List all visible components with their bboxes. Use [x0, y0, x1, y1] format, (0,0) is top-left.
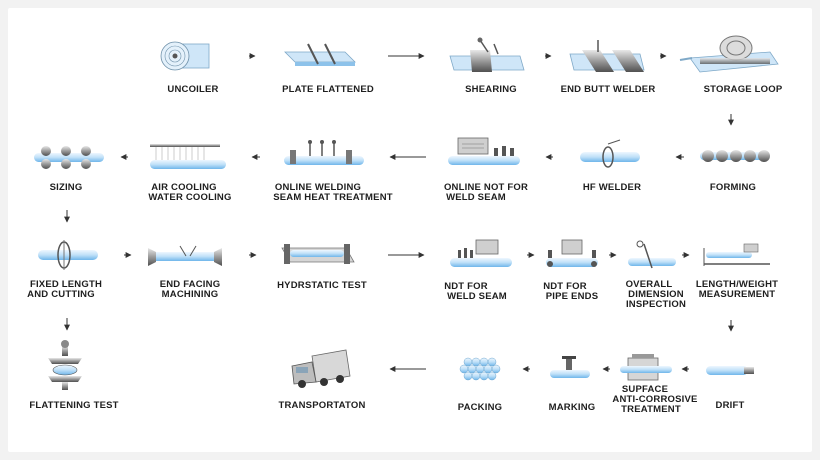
uncoiler-icon	[160, 41, 210, 71]
fixed-length-icon	[38, 240, 98, 270]
packing-icon	[459, 357, 501, 381]
online-not-icon	[448, 137, 520, 165]
flow-arrows	[64, 53, 734, 372]
step-label-uncoiler: UNCOILER	[167, 84, 218, 95]
hydrostatic-icon	[281, 244, 355, 264]
step-label-hydrostatic: HYDRSTATIC TEST	[277, 280, 367, 291]
shearing-icon	[449, 37, 525, 72]
ndt-weld-icon	[450, 239, 512, 267]
step-label-plate-flattened: PLATE FLATTENED	[282, 84, 374, 95]
step-label-end-butt-welder: END BUTT WELDER	[561, 84, 656, 95]
overall-inspection-icon	[628, 240, 676, 269]
step-label-flattening: FLATTENING TEST	[29, 400, 118, 411]
step-label-forming: FORMING	[710, 182, 756, 193]
flattening-icon	[48, 340, 82, 390]
step-label-packing: PACKING	[458, 402, 503, 413]
step-label-marking: MARKING	[549, 402, 596, 413]
length-weight-icon	[703, 243, 770, 266]
step-label-drift: DRIFT	[716, 400, 745, 411]
step-label-storage-loop: STORAGE LOOP	[704, 84, 783, 95]
sizing-icon	[34, 146, 104, 169]
surface-icon	[620, 354, 672, 381]
ndt-ends-icon	[546, 239, 598, 267]
hf-welder-icon	[580, 139, 640, 168]
drift-icon	[706, 366, 754, 375]
step-label-shearing: SHEARING	[465, 84, 517, 95]
step-labels: UNCOILER PLATE FLATTENED SHEARING END BU…	[27, 84, 783, 415]
diagram-frame	[8, 8, 812, 452]
marking-icon	[550, 356, 590, 378]
step-label-transportation: TRANSPORTATON	[278, 400, 365, 411]
end-butt-welder-icon	[569, 40, 645, 72]
step-label-sizing: SIZING	[50, 182, 83, 193]
online-welding-icon	[284, 140, 364, 165]
plate-flattened-icon	[284, 43, 356, 66]
transportation-icon	[291, 349, 351, 388]
air-cooling-icon	[150, 144, 226, 169]
step-label-hf-welder: HF WELDER	[583, 182, 641, 193]
storage-loop-icon	[679, 35, 779, 73]
forming-icon	[700, 150, 770, 162]
end-facing-icon	[148, 245, 222, 266]
